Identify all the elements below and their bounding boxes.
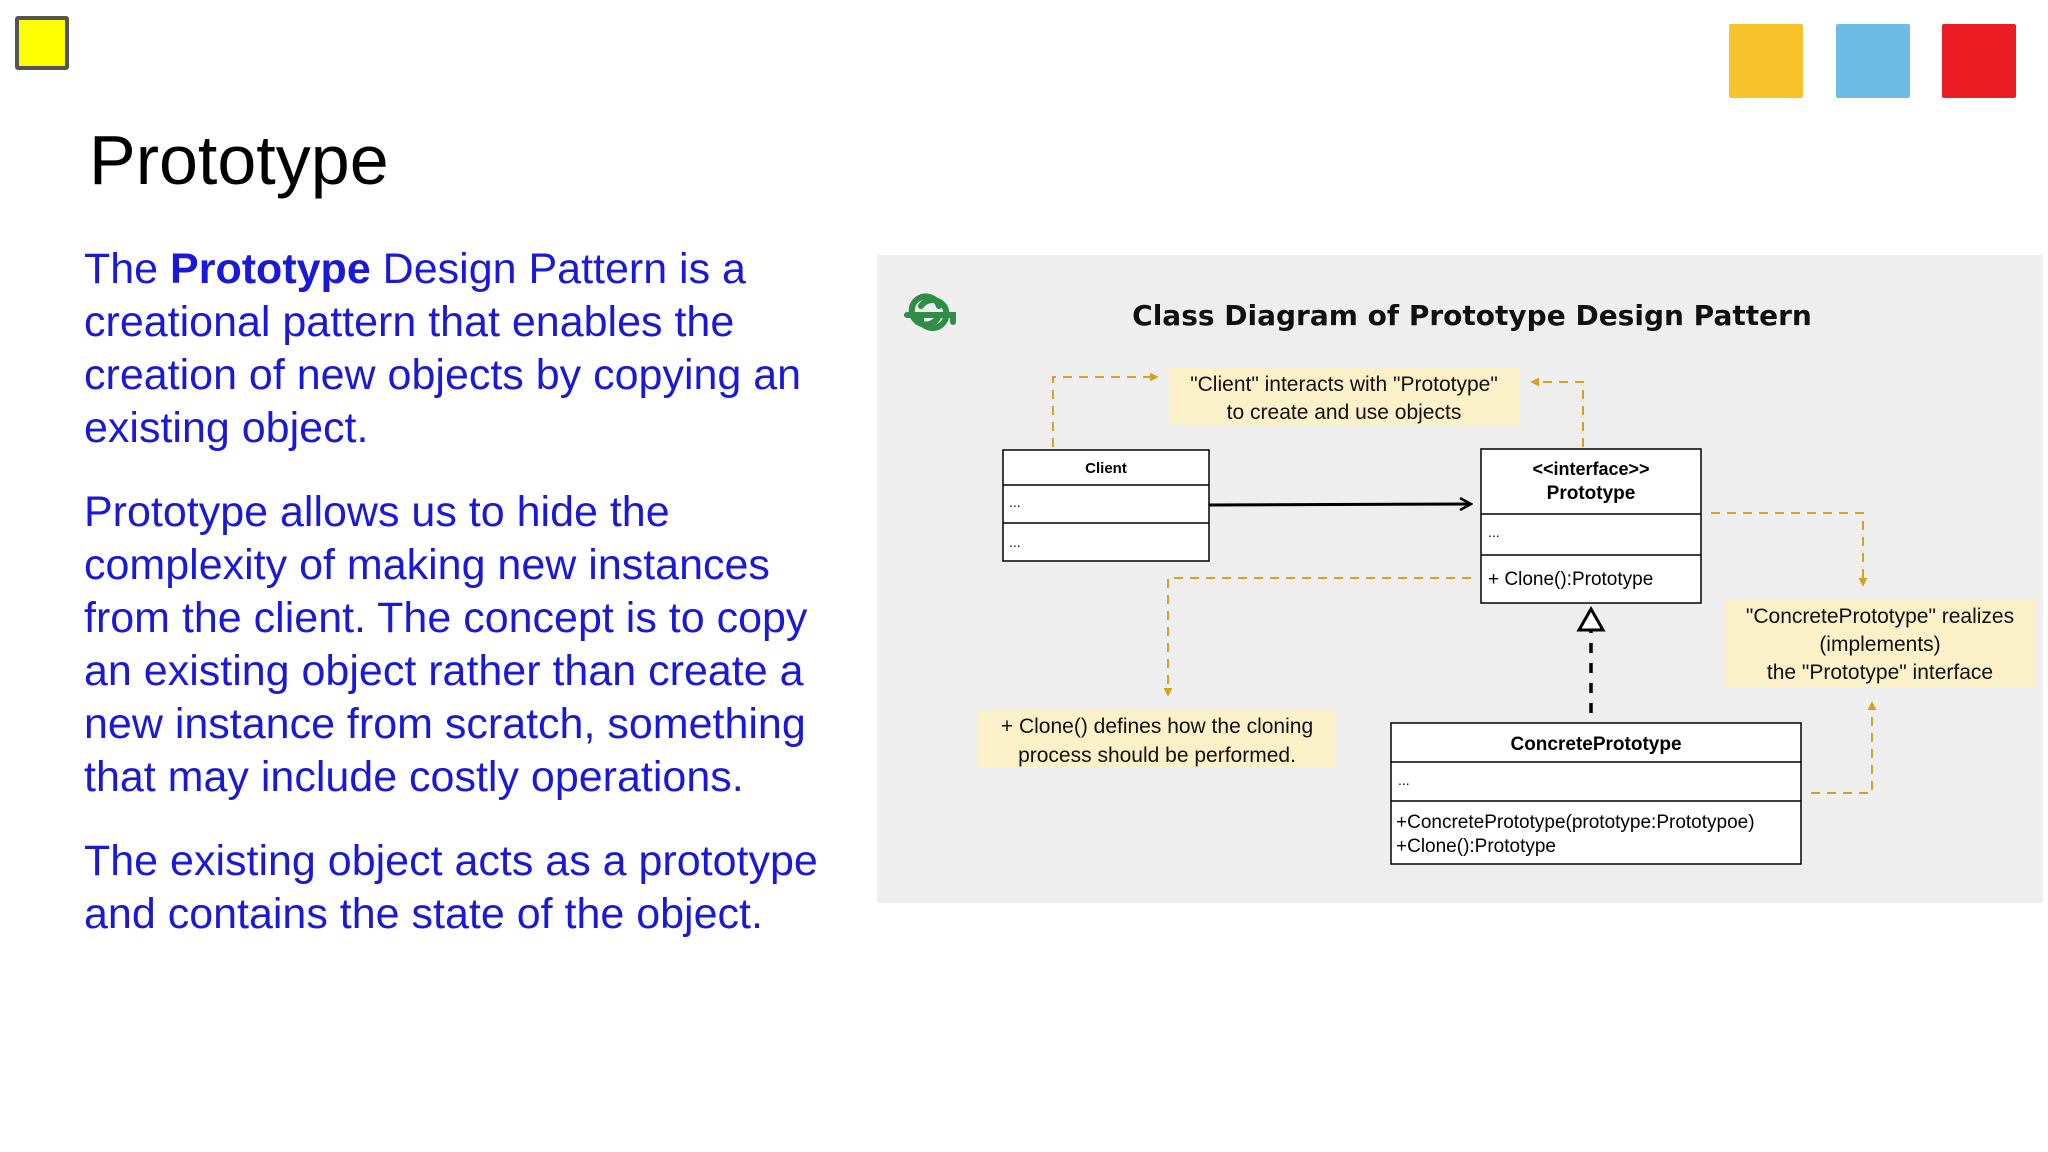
definition-rest: Design Pattern is a creational pattern t… <box>84 245 802 452</box>
client-class-name: Client <box>1085 460 1127 477</box>
swatch-blue <box>1836 24 1910 98</box>
body-text: The Prototype Design Pattern is a creati… <box>84 243 864 972</box>
prototype-interface-box: <<interface>> Prototype ... + Clone():Pr… <box>1480 448 1702 604</box>
note-client-line1: "Client" interacts with "Prototype" <box>1190 373 1498 396</box>
note-client-line2: to create and use objects <box>1227 401 1462 424</box>
concrete-prototype-box: ConcretePrototype ... +ConcretePrototype… <box>1390 722 1802 865</box>
swatch-red <box>1942 24 2016 98</box>
realization-arrow <box>1576 605 1606 713</box>
swatch-yellow <box>1729 24 1803 98</box>
prototype-attrs: ... <box>1488 524 1500 540</box>
class-diagram: Class Diagram of Prototype Design Patter… <box>904 293 2035 865</box>
note-clone-line2: process should be performed. <box>1018 744 1296 767</box>
prototype-class-name: Prototype <box>1547 483 1636 504</box>
note-clone-line1: + Clone() defines how the cloning <box>1001 715 1313 738</box>
paragraph-state: The existing object acts as a prototype … <box>84 837 818 938</box>
connector-prototype-note <box>1530 377 1584 447</box>
connector-prototype-realize <box>1711 512 1868 587</box>
association-arrow <box>1208 504 1471 505</box>
definition-lead: The <box>84 245 171 293</box>
note-realize-line2: (implements) <box>1819 633 1940 656</box>
gfg-logo-icon <box>904 293 956 331</box>
concrete-attrs: ... <box>1398 772 1410 788</box>
note-realization: "ConcretePrototype" realizes (implements… <box>1725 599 2035 687</box>
connector-clone-note <box>1163 577 1471 697</box>
prototype-method: + Clone():Prototype <box>1488 569 1653 590</box>
definition-term: Prototype <box>170 245 371 293</box>
slide-title: Prototype <box>89 121 389 199</box>
client-attrs: ... <box>1009 494 1021 510</box>
paragraph-purpose: Prototype allows us to hide the complexi… <box>84 488 808 801</box>
concrete-class-name: ConcretePrototype <box>1510 734 1681 755</box>
prototype-stereotype: <<interface>> <box>1532 459 1649 479</box>
concrete-constructor: +ConcretePrototype(prototype:Prototypoe) <box>1396 812 1755 833</box>
connector-concrete-realize <box>1811 701 1877 794</box>
note-client-interaction: "Client" interacts with "Prototype" to c… <box>1169 368 1519 426</box>
note-realize-line3: the "Prototype" interface <box>1767 661 1993 684</box>
paragraph-definition: The Prototype Design Pattern is a creati… <box>84 243 864 455</box>
corner-marker <box>15 16 69 70</box>
diagram-title: Class Diagram of Prototype Design Patter… <box>1132 299 1812 332</box>
note-realize-line1: "ConcretePrototype" realizes <box>1746 605 2014 628</box>
note-clone-definition: + Clone() defines how the cloning proces… <box>978 710 1336 768</box>
client-class-box: Client ... ... <box>1002 449 1210 562</box>
connector-client-note <box>1052 372 1159 447</box>
class-diagram-image: Class Diagram of Prototype Design Patter… <box>877 255 2043 903</box>
note-connectors <box>1052 372 1877 794</box>
concrete-clone-method: +Clone():Prototype <box>1396 836 1556 857</box>
client-methods: ... <box>1009 534 1021 550</box>
